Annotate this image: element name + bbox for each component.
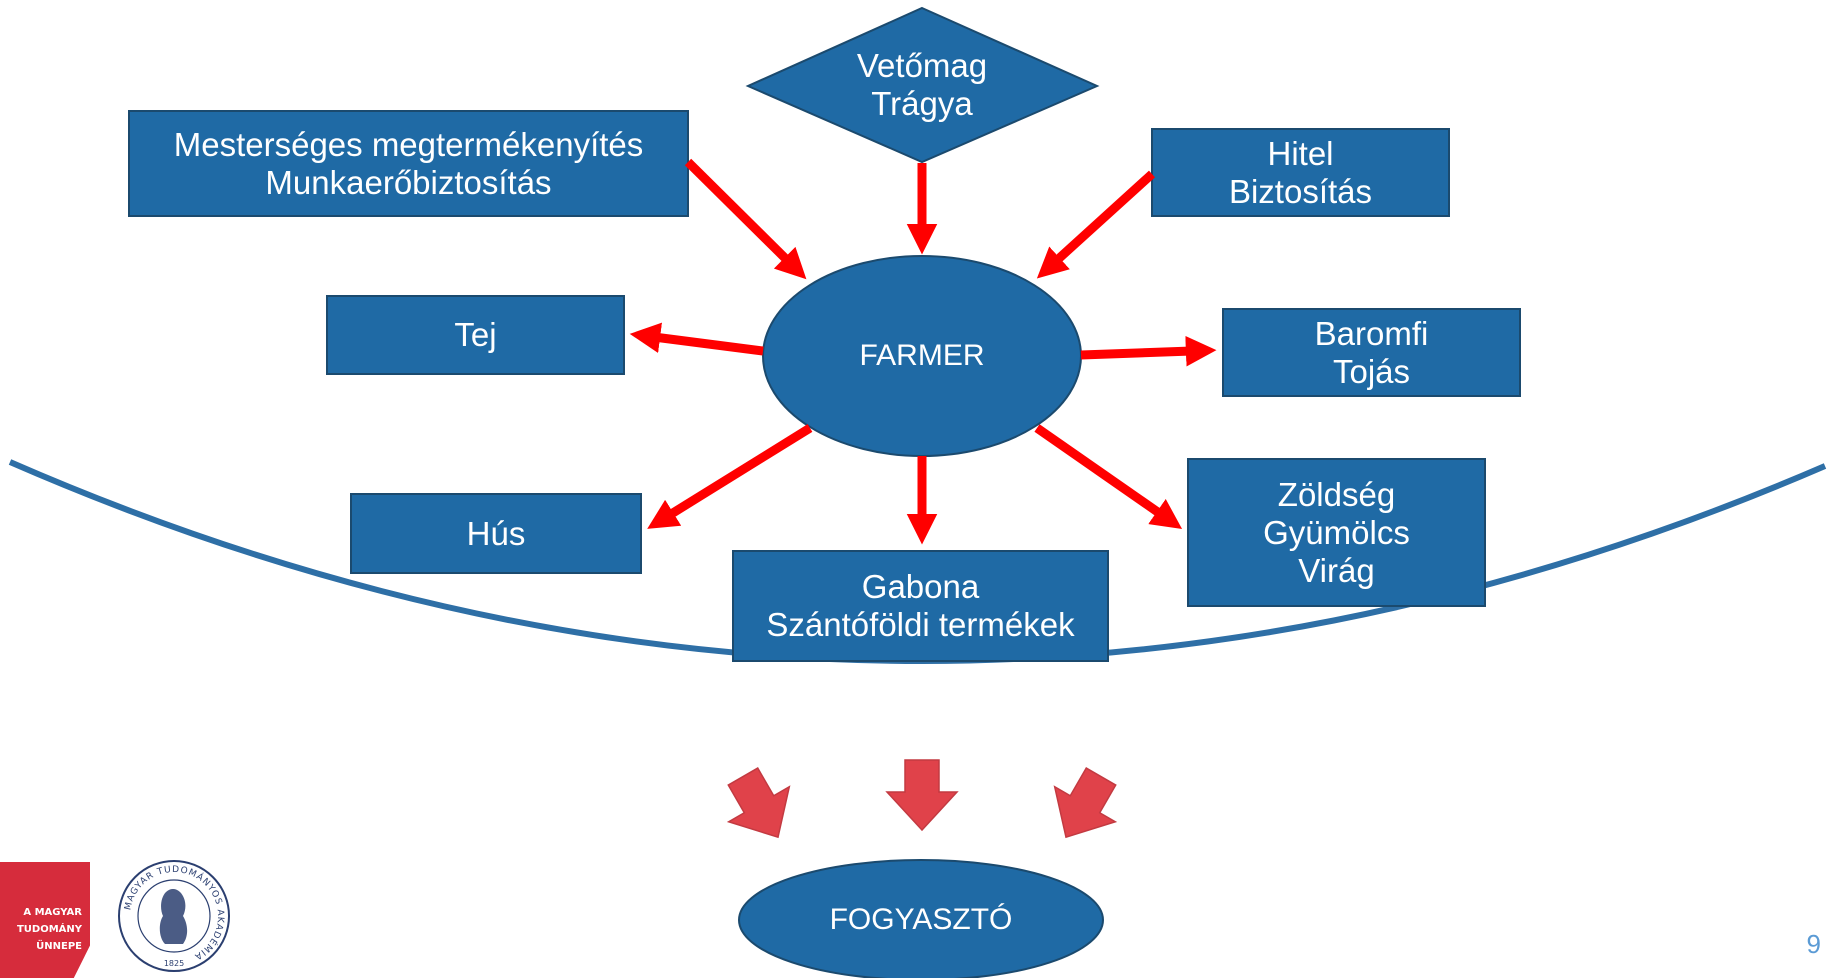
tej-box [326, 295, 625, 375]
fogyaszto-label: FOGYASZTÓ [739, 860, 1103, 980]
arrow-farmer-to-tej [629, 322, 764, 356]
vetomag-diamond [745, 6, 1100, 164]
seal-year: 1825 [164, 959, 184, 968]
arrow-farmer-to-baromfi [1080, 335, 1217, 367]
mesterseges-line-2: Munkaerőbiztosítás [265, 163, 552, 201]
logo-line-3: ÜNNEPE [36, 941, 82, 952]
zoldseg-box [1187, 458, 1486, 607]
mesterseges-label: Mesterséges megtermékenyítés Munkaerőbiz… [129, 111, 688, 216]
zoldseg-line-1: Zöldség [1277, 475, 1396, 513]
block-arrow-left [726, 767, 791, 839]
mesterseges-box [128, 110, 689, 217]
zoldseg-line-3: Virág [1298, 551, 1375, 589]
arrow-farmer-to-zoldseg [1034, 424, 1183, 529]
tej-text: Tej [454, 316, 497, 353]
baromfi-label: Baromfi Tojás [1223, 309, 1520, 396]
tudomany-unnepe-logo-text: A MAGYAR TUDOMÁNY ÜNNEPE [4, 904, 82, 955]
gabona-line-2: Szántóföldi termékek [766, 606, 1075, 643]
hitel-line-1: Hitel [1267, 134, 1334, 172]
hus-label: Hús [351, 494, 641, 573]
zoldseg-line-2: Gyümölcs [1263, 513, 1410, 551]
baromfi-line-1: Baromfi [1314, 314, 1429, 352]
hitel-line-2: Biztosítás [1228, 172, 1373, 210]
hitel-box [1151, 128, 1450, 217]
block-arrow-right [1053, 767, 1118, 839]
baromfi-box [1222, 308, 1521, 397]
farmer-label: FARMER [763, 256, 1081, 456]
logo-line-2: TUDOMÁNY [16, 924, 82, 935]
arrow-mesterseges-to-farmer [684, 158, 807, 280]
hitel-label: Hitel Biztosítás [1152, 129, 1449, 216]
gabona-line-1: Gabona [861, 568, 980, 605]
academy-seal-icon: MAGYAR TUDOMÁNYOS AKADÉMIA 1825 [118, 860, 230, 972]
arrow-hitel-to-farmer [1036, 170, 1156, 279]
gabona-label: Gabona Szántóföldi termékek [733, 551, 1108, 661]
farmer-text: FARMER [859, 339, 985, 372]
tej-label: Tej [327, 296, 624, 374]
zoldseg-label: Zöldség Gyümölcs Virág [1188, 459, 1485, 606]
vetomag-line-2: Trágya [871, 85, 973, 122]
seal-figure [159, 889, 188, 944]
fogyaszto-ellipse [738, 859, 1104, 978]
tudomany-unnepe-logo [0, 862, 90, 978]
hus-text: Hús [466, 514, 526, 552]
mesterseges-line-1: Mesterséges megtermékenyítés [173, 125, 644, 163]
vetomag-line-1: Vetőmag [856, 47, 988, 84]
fogyaszto-text: FOGYASZTÓ [829, 903, 1013, 936]
gabona-box [732, 550, 1109, 662]
arrow-farmer-to-hus [647, 424, 813, 529]
vetomag-label: Vetőmag Trágya [800, 40, 1044, 130]
block-arrow-middle [885, 759, 959, 832]
baromfi-line-2: Tojás [1332, 352, 1411, 390]
page-number: 9 [1806, 929, 1821, 959]
hus-box [350, 493, 642, 574]
logo-line-1: A MAGYAR [23, 907, 82, 918]
